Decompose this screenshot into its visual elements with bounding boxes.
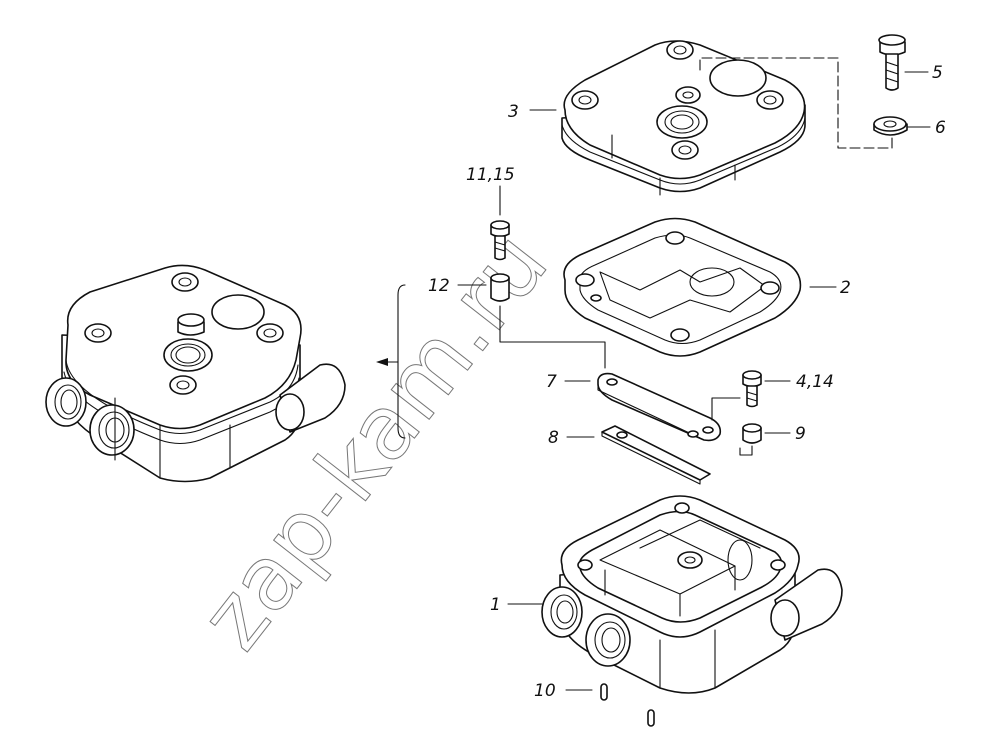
callout-label-6: 6 xyxy=(935,118,946,138)
callout-label-9: 9 xyxy=(795,424,806,444)
relation-lines-7 xyxy=(499,305,606,369)
part-5-bolt xyxy=(878,34,906,91)
part-2-gasket xyxy=(563,217,802,357)
part-4-14-screw xyxy=(742,370,762,408)
assembly-bracket xyxy=(376,284,406,439)
callout-leaders xyxy=(457,71,931,691)
part-3-head-cover xyxy=(561,40,806,196)
part-12-sleeve xyxy=(490,273,510,302)
part-8-strip xyxy=(601,425,711,485)
callout-label-4-14: 4,14 xyxy=(796,372,834,392)
callout-label-1: 1 xyxy=(490,595,501,615)
callout-label-5: 5 xyxy=(932,63,943,83)
callout-label-2: 2 xyxy=(840,278,851,298)
part-1-cylinder-head-body xyxy=(541,495,843,694)
callout-label-12: 12 xyxy=(428,276,450,296)
callout-label-11-15: 11,15 xyxy=(466,165,515,185)
part-9-nut xyxy=(742,423,762,444)
part-7-valve-plate xyxy=(597,372,722,442)
part-10-pins xyxy=(600,683,655,727)
relation-lines-5-6 xyxy=(699,57,893,149)
callout-label-7: 7 xyxy=(546,372,557,392)
callout-label-10: 10 xyxy=(534,681,556,701)
relation-lines-4-9 xyxy=(711,397,753,456)
assembled-cylinder-head xyxy=(45,264,346,483)
callout-label-8: 8 xyxy=(548,428,559,448)
callout-label-3: 3 xyxy=(508,102,519,122)
part-6-washer xyxy=(873,116,908,136)
part-11-15-screw xyxy=(490,220,510,261)
